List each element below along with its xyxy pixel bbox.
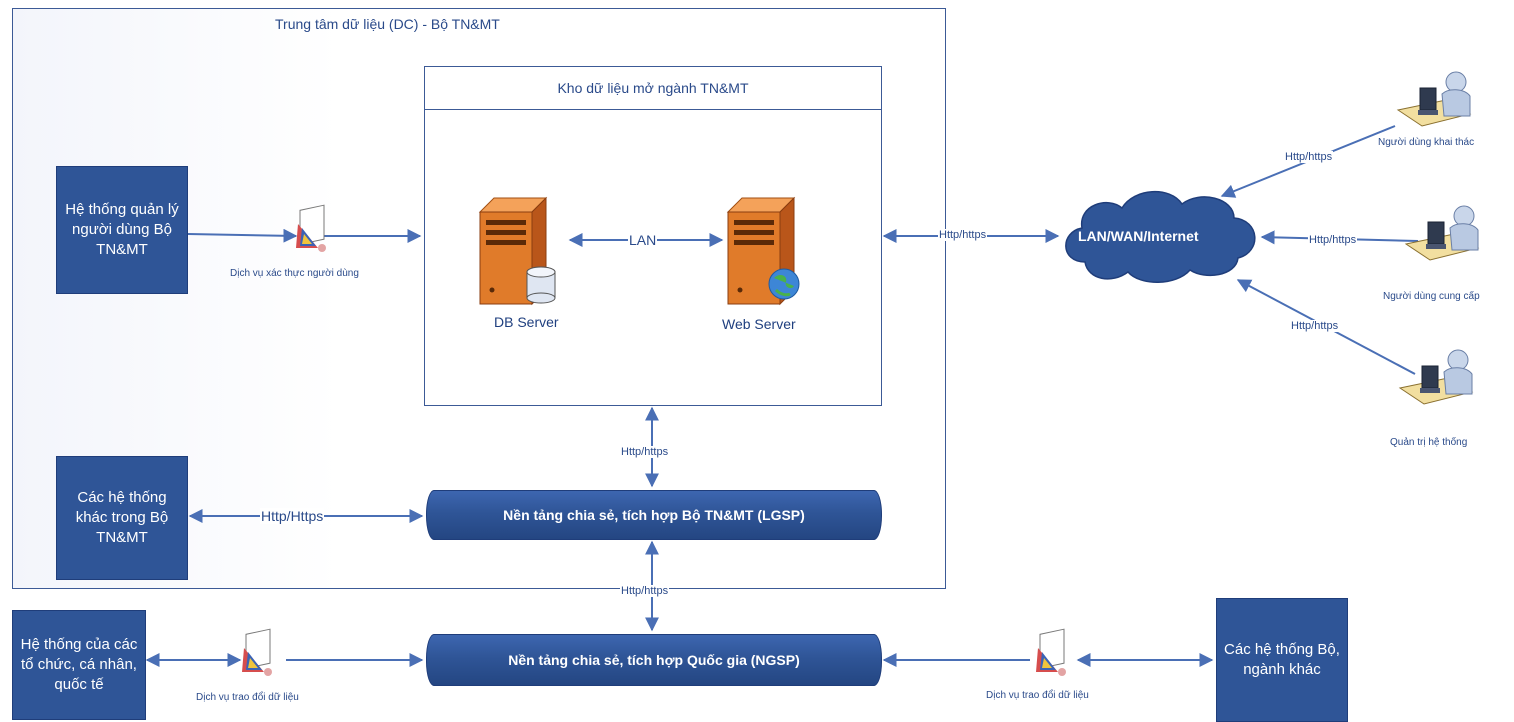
auth-service-label: Dịch vụ xác thực người dùng <box>230 268 359 279</box>
exchange-service-right-label: Dịch vụ trao đổi dữ liệu <box>986 690 1089 701</box>
network-cloud-label: LAN/WAN/Internet <box>1078 228 1199 244</box>
user-provider-label: Người dùng cung cấp <box>1383 291 1480 302</box>
data-center-title: Trung tâm dữ liệu (DC) - Bộ TN&MT <box>275 16 500 32</box>
system-admin-label: Quản trị hệ thống <box>1390 437 1468 448</box>
link-label-other-lgsp: Http/Https <box>260 508 325 524</box>
user-provider-icon <box>1404 205 1480 261</box>
auth-service-icon <box>296 204 326 252</box>
link-label-kho-lgsp: Http/https <box>620 446 670 458</box>
db-server-icon <box>478 196 556 306</box>
exchange-service-left-icon <box>242 628 272 676</box>
web-server-label: Web Server <box>722 316 796 332</box>
link-label-lgsp-ngsp: Http/https <box>620 585 670 597</box>
link-usermgmt-auth <box>187 228 298 243</box>
organization-systems: Hệ thống của các tổ chức, cá nhân, quốc … <box>12 610 146 720</box>
lan-label: LAN <box>628 232 658 248</box>
open-data-warehouse-title: Kho dữ liệu mở ngành TN&MT <box>425 67 881 110</box>
link-label-user1: Http/https <box>1284 151 1334 163</box>
other-ministry-systems: Các hệ thống khác trong Bộ TN&MT <box>56 456 188 580</box>
web-server-icon <box>726 196 800 306</box>
link-label-user3: Http/https <box>1290 320 1340 332</box>
system-admin-icon <box>1398 349 1474 405</box>
cloud-shape <box>1065 191 1256 283</box>
link-label-user2: Http/https <box>1308 234 1358 246</box>
exchange-service-left-label: Dịch vụ trao đổi dữ liệu <box>196 692 299 703</box>
db-server-label: DB Server <box>494 314 559 330</box>
link-label-kho-cloud: Http/https <box>938 229 988 241</box>
other-ministries-systems: Các hệ thống Bộ, ngành khác <box>1216 598 1348 722</box>
user-exploit-label: Người dùng khai thác <box>1378 137 1475 148</box>
user-management-system: Hệ thống quản lý người dùng Bộ TN&MT <box>56 166 188 294</box>
ngsp-platform: Nền tảng chia sẻ, tích hợp Quốc gia (NGS… <box>426 634 882 686</box>
user-exploit-icon <box>1396 71 1472 127</box>
lgsp-platform: Nền tảng chia sẻ, tích hợp Bộ TN&MT (LGS… <box>426 490 882 540</box>
exchange-service-right-icon <box>1036 628 1066 676</box>
